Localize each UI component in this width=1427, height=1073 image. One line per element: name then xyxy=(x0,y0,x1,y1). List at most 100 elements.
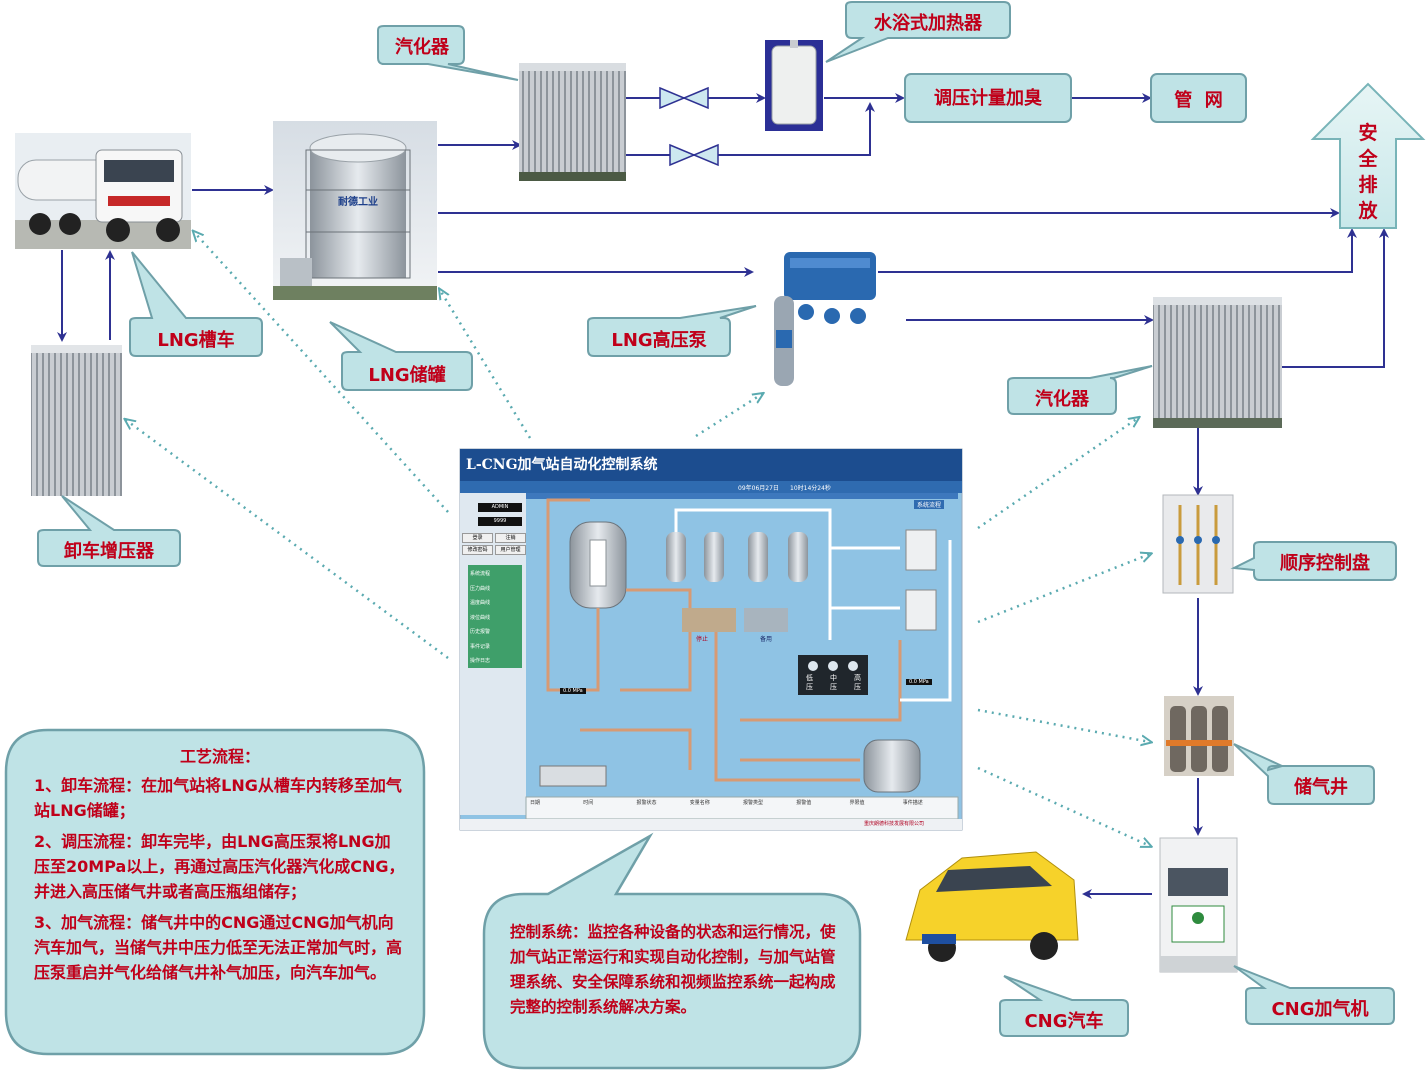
scada-login-button[interactable]: 登录 xyxy=(462,533,493,543)
scada-pressure-low: 低压 xyxy=(806,674,813,691)
label-safety-vent: 安 全 排 放 xyxy=(1340,120,1396,224)
lng-hp-pump-image xyxy=(774,252,876,386)
link-to-pump xyxy=(695,394,762,438)
callouts xyxy=(4,1,1397,1070)
scada-password-field[interactable]: 9999 xyxy=(478,517,522,526)
arrow-vaporizer-to-vent xyxy=(1282,228,1389,368)
scada-readout: 0.0 MPa xyxy=(906,679,932,685)
valve-upper xyxy=(659,86,709,110)
label-sequence-control-panel: 顺序控制盘 xyxy=(1280,553,1370,574)
label-pressure-metering-odorizing: 调压计量加臭 xyxy=(934,88,1042,109)
safety-vent-char: 全 xyxy=(1358,148,1378,170)
scada-title: L-CNG加气站自动化控制系统 xyxy=(466,457,658,473)
safety-vent-char: 排 xyxy=(1358,174,1378,196)
scada-readout-value: 0.0 xyxy=(909,679,917,685)
label-storage-well: 储气井 xyxy=(1294,777,1348,798)
link-to-well xyxy=(977,708,1150,742)
scada-nav: 系统流程 压力曲线 温度曲线 液位曲线 历史报警 事件记录 操作日志 xyxy=(470,567,520,669)
label-cng-vehicle: CNG汽车 xyxy=(1024,1011,1104,1032)
scada-time: 10时14分24秒 xyxy=(790,485,831,492)
scada-alarm-column: 事件描述 xyxy=(902,800,923,806)
svg-text:耐德工业: 耐德工业 xyxy=(338,195,378,208)
label-water-bath-heater: 水浴式加热器 xyxy=(874,13,982,34)
process-notes: 工艺流程： 1、卸车流程：在加气站将LNG从槽车内转移至加气站LNG储罐； 2、… xyxy=(34,744,406,991)
scada-footer: 重庆朗德科技发展有限公司 xyxy=(864,821,925,827)
callout-sequence-panel xyxy=(1230,541,1397,581)
scada-readout-unit: MPa xyxy=(572,688,583,694)
scada-user-field[interactable]: ADMIN xyxy=(478,503,522,512)
callout-control-system xyxy=(482,832,862,1070)
scada-change-password-button[interactable]: 修改密码 xyxy=(462,545,493,555)
scada-alarm-column: 报警状态 xyxy=(636,800,657,806)
lng-tanker-image xyxy=(15,133,191,249)
box-regulator xyxy=(904,73,1072,123)
scada-screenshot xyxy=(459,448,963,831)
arrow-pump-to-vent xyxy=(878,228,1357,273)
scada-alarm-column: 时间 xyxy=(583,800,594,806)
scada-alarm-column: 变量名称 xyxy=(689,800,710,806)
scada-readout-unit: MPa xyxy=(918,679,929,685)
link-to-dispenser xyxy=(977,766,1150,846)
scada-alarm-column: 报警值 xyxy=(796,800,812,806)
scada-nav-item[interactable]: 事件记录 xyxy=(470,643,491,650)
process-note-item: 3、加气流程：储气井中的CNG通过CNG加气机向汽车加气，当储气井中压力低至无法… xyxy=(34,913,403,982)
scada-nav-item[interactable]: 液位曲线 xyxy=(470,614,491,621)
callout-cng-car xyxy=(999,975,1129,1037)
callout-lng-storage xyxy=(329,321,473,391)
scada-pressure-high: 高压 xyxy=(854,674,861,691)
scada-panel-header: 系统流程 xyxy=(914,500,945,509)
link-to-vaporizer xyxy=(977,418,1138,530)
box-pipeline xyxy=(1150,73,1247,123)
label-lng-storage-tank: LNG储罐 xyxy=(368,365,446,386)
scada-nav-item[interactable]: 系统流程 xyxy=(470,571,491,577)
safety-vent-char: 放 xyxy=(1358,200,1378,222)
callout-unloading-booster xyxy=(37,495,181,567)
safety-vent-arrow xyxy=(1310,82,1426,229)
callout-lng-tanker xyxy=(129,251,263,357)
scada-readout-value: 0.0 xyxy=(563,688,571,694)
scada-pump-state-stop: 停止 xyxy=(696,636,709,643)
scada-nav-item[interactable]: 温度曲线 xyxy=(470,600,491,606)
scada-nav-item[interactable]: 操作日志 xyxy=(470,658,491,664)
control-system-note: 控制系统：监控各种设备的状态和运行情况，使加气站正常运行和实现自动化控制，与加气… xyxy=(510,923,836,1016)
unloading-booster-image xyxy=(31,345,122,496)
scada-nav-item[interactable]: 历史报警 xyxy=(470,629,491,635)
vaporizer-top-image xyxy=(519,63,626,181)
valve-lower xyxy=(669,143,719,167)
callout-cng-dispenser xyxy=(1233,965,1395,1025)
label-lng-tanker: LNG槽车 xyxy=(157,330,235,351)
scada-logout-button[interactable]: 注销 xyxy=(495,533,526,543)
scada-pressure-mid: 中压 xyxy=(830,674,837,691)
vaporizer-right-image xyxy=(1153,297,1282,428)
scada-pressure-labels: 低压 中压 高压 xyxy=(806,674,862,692)
scada-readout: 0.0 MPa xyxy=(560,688,586,694)
callout-water-bath-heater xyxy=(825,1,1011,63)
scada-pump-state-standby: 备用 xyxy=(760,636,773,643)
scada-alarm-column: 日期 xyxy=(530,800,541,806)
lng-storage-tank-image: 耐德工业 xyxy=(273,121,437,300)
link-to-tanker xyxy=(194,232,449,513)
control-links xyxy=(126,232,1150,846)
link-to-panel xyxy=(977,554,1150,624)
link-to-tank xyxy=(440,290,532,439)
safety-vent-char: 安 xyxy=(1358,122,1378,144)
label-unloading-booster: 卸车增压器 xyxy=(64,541,154,562)
cng-dispenser-image xyxy=(1159,837,1238,973)
process-note-item: 2、调压流程：卸车完毕，由LNG高压泵将LNG加压至20MPa以上，再通过高压汽… xyxy=(34,832,405,901)
process-notes-title: 工艺流程： xyxy=(179,747,260,766)
scada-alarm-column: 界限值 xyxy=(849,800,865,806)
label-vaporizer-top: 汽化器 xyxy=(395,37,449,58)
scada-user-management-button[interactable]: 用户管理 xyxy=(495,545,526,555)
process-note-item: 1、卸车流程：在加气站将LNG从槽车内转移至加气站LNG储罐； xyxy=(34,776,402,820)
callout-vaporizer-right xyxy=(1007,365,1153,415)
callout-storage-well xyxy=(1233,743,1375,805)
scada-alarm-table-header: 日期 时间 报警状态 变量名称 报警类型 报警值 界限值 事件描述 xyxy=(530,799,956,806)
scada-date: 09年06月27日 xyxy=(738,485,779,492)
label-cng-dispenser: CNG加气机 xyxy=(1271,999,1369,1020)
sequence-control-panel-image xyxy=(1162,494,1234,594)
label-pipeline-network: 管 网 xyxy=(1174,90,1223,111)
storage-well-image xyxy=(1164,696,1234,776)
scada-nav-item[interactable]: 压力曲线 xyxy=(470,585,491,592)
arrow-vaporizer-bypass xyxy=(626,102,875,156)
callout-lng-pump xyxy=(587,305,757,357)
